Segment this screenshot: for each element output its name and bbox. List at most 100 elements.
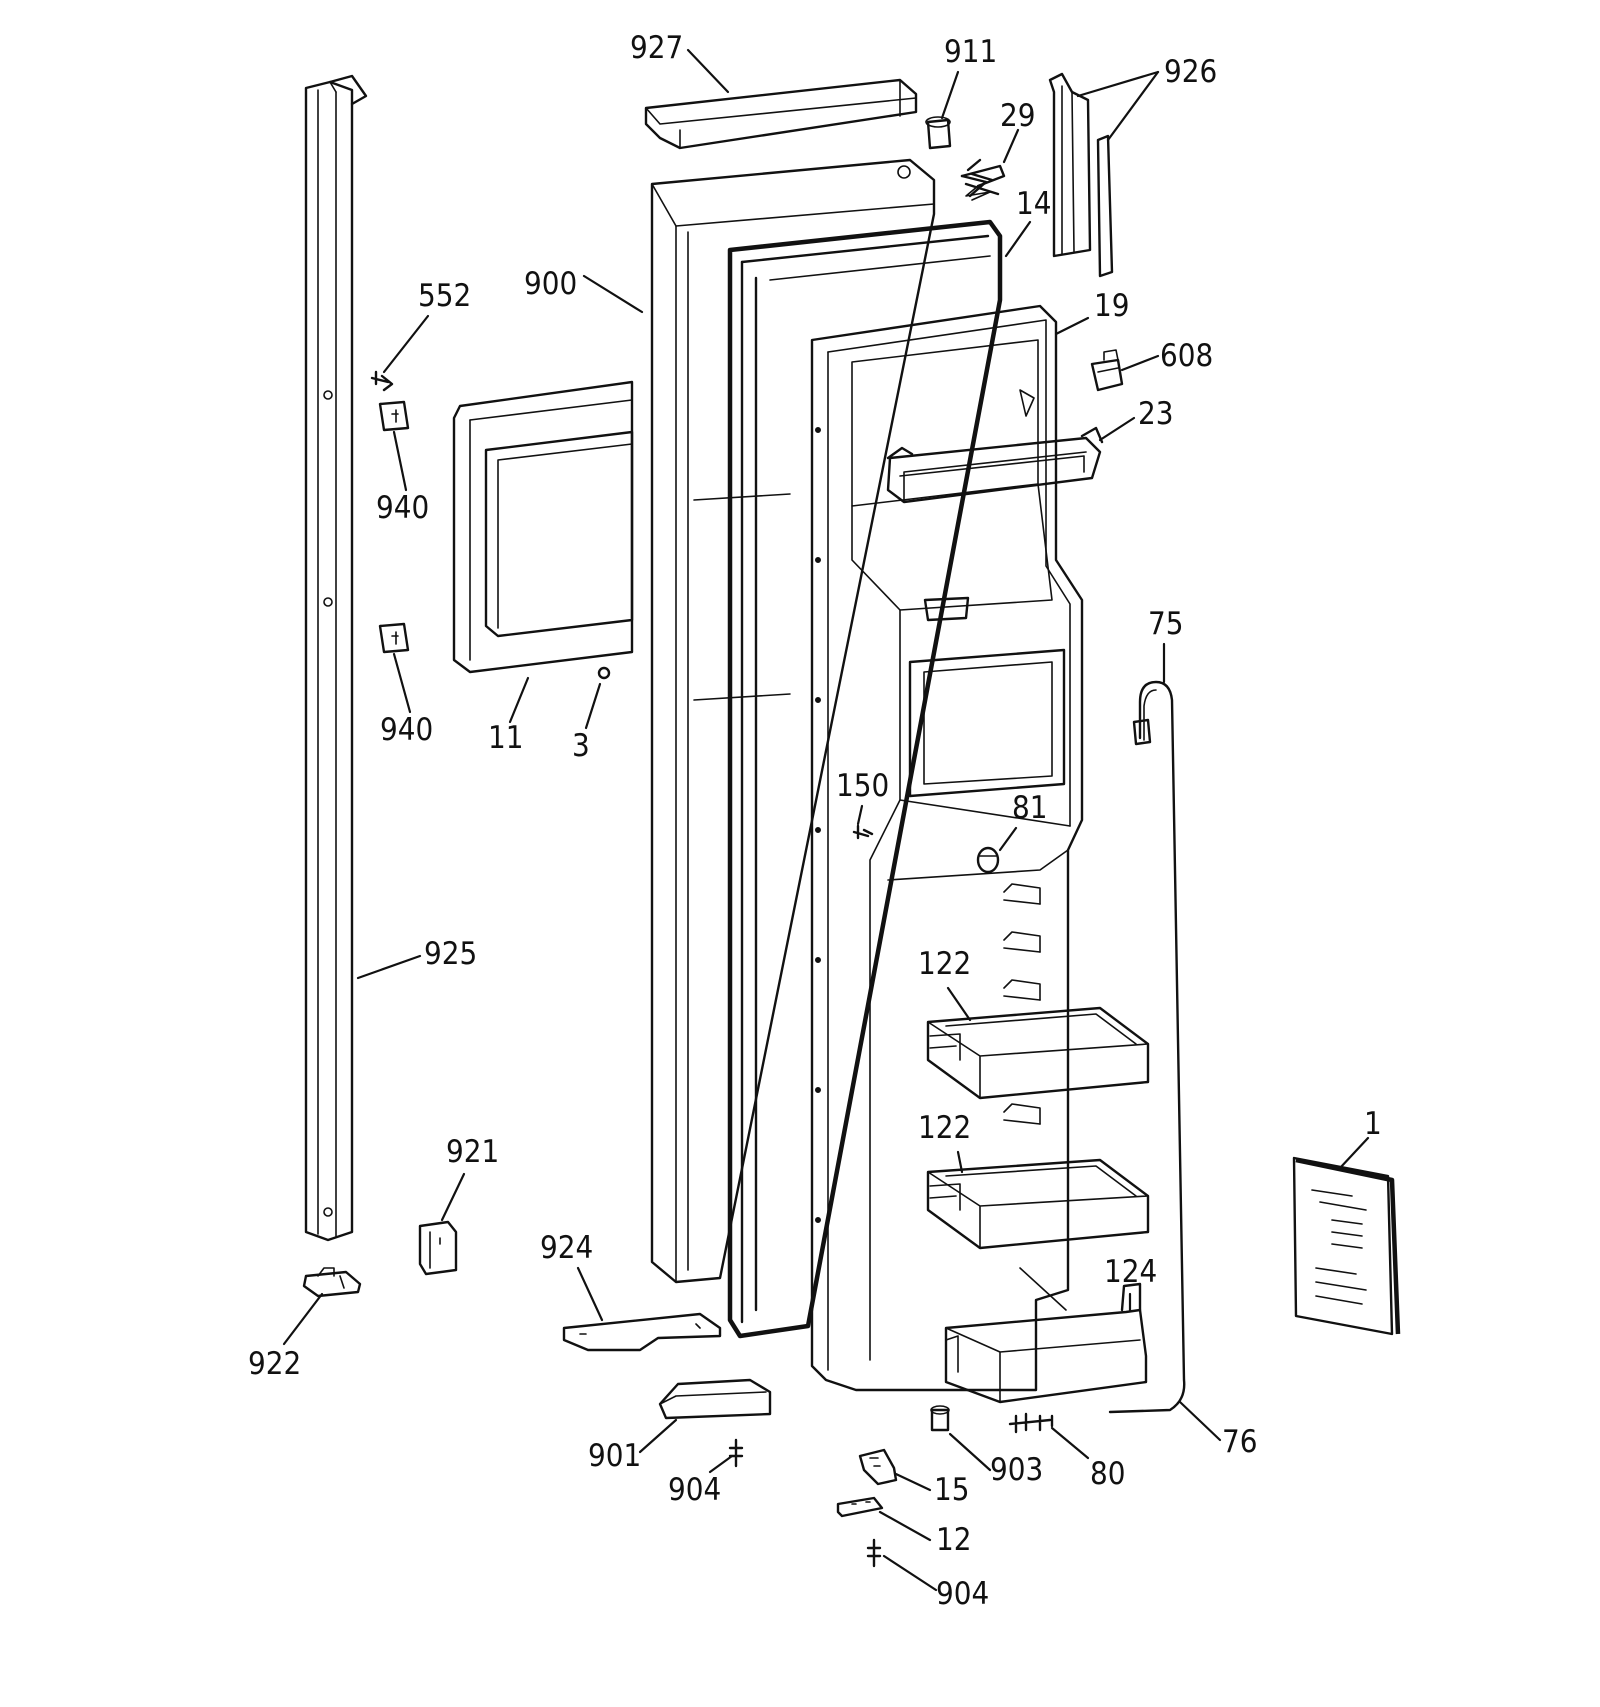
label-926: 926 <box>1164 54 1217 90</box>
leader-29 <box>1002 128 1020 164</box>
leader-150 <box>856 804 864 826</box>
label-904-lower: 904 <box>936 1576 989 1612</box>
label-75: 75 <box>1148 606 1183 642</box>
part-12-hinge-plate <box>836 1496 884 1518</box>
label-76: 76 <box>1222 1424 1257 1460</box>
label-922: 922 <box>248 1346 301 1382</box>
leader-901 <box>638 1418 678 1454</box>
leader-lines <box>282 48 1370 1592</box>
part-150-screw <box>852 824 874 840</box>
label-14: 14 <box>1016 186 1051 222</box>
label-925: 925 <box>424 936 477 972</box>
part-900-outer-door <box>650 158 936 1284</box>
leader-926-b <box>1106 70 1160 142</box>
leader-19 <box>1054 316 1090 336</box>
label-927: 927 <box>630 30 683 66</box>
label-3: 3 <box>572 728 590 764</box>
leader-14 <box>1004 220 1032 258</box>
leader-608 <box>1120 354 1160 372</box>
part-904-screw-lower <box>866 1538 882 1568</box>
leader-900 <box>582 274 644 314</box>
leader-1 <box>1338 1136 1370 1170</box>
leader-3 <box>584 682 602 730</box>
part-901-bottom-hinge-cover <box>658 1378 772 1420</box>
part-81-plug <box>976 846 1000 874</box>
part-924-bottom-plate <box>562 1312 722 1352</box>
leader-911 <box>940 70 960 120</box>
leader-940-a <box>392 430 408 492</box>
label-122-upper: 122 <box>918 946 971 982</box>
part-911-cap <box>925 116 952 150</box>
part-15-hinge-block <box>858 1448 898 1486</box>
leader-12 <box>878 1510 932 1542</box>
label-924: 924 <box>540 1230 593 1266</box>
label-904-upper: 904 <box>668 1472 721 1508</box>
part-122-bin-lower <box>926 1158 1150 1250</box>
label-1: 1 <box>1364 1106 1382 1142</box>
label-940-upper: 940 <box>376 490 429 526</box>
part-14-door-gasket <box>727 219 1003 1339</box>
leader-925 <box>356 954 422 980</box>
part-925-door-trim-strip <box>304 74 368 1242</box>
part-552-screw <box>370 370 394 392</box>
leader-924 <box>576 1266 604 1322</box>
part-11-dispenser-frame <box>452 380 634 674</box>
label-11: 11 <box>488 720 523 756</box>
leader-122-a <box>946 986 972 1022</box>
label-903: 903 <box>990 1452 1043 1488</box>
part-29-wire-harness <box>960 158 1006 201</box>
leader-940-b <box>392 652 412 714</box>
label-940-lower: 940 <box>380 712 433 748</box>
leader-15 <box>894 1472 932 1492</box>
label-29: 29 <box>1000 98 1035 134</box>
label-901: 901 <box>588 1438 641 1474</box>
label-124: 124 <box>1104 1254 1157 1290</box>
label-552: 552 <box>418 278 471 314</box>
part-19-door-liner <box>810 304 1084 1392</box>
leader-921 <box>440 1172 466 1222</box>
leader-927 <box>686 48 730 94</box>
part-940-bracket-lower <box>378 622 410 654</box>
label-608: 608 <box>1160 338 1213 374</box>
part-3-plug <box>597 666 611 680</box>
part-940-bracket-upper <box>378 400 410 432</box>
part-608-switch <box>1090 349 1124 392</box>
leader-904-b <box>882 1554 938 1592</box>
label-921: 921 <box>446 1134 499 1170</box>
leader-922 <box>282 1292 324 1346</box>
part-1-instruction-booklet <box>1292 1156 1401 1336</box>
part-922-hinge <box>302 1267 362 1298</box>
part-75-76-water-tube <box>1108 680 1186 1414</box>
part-926-trim-pieces <box>1048 72 1114 278</box>
label-122-lower: 122 <box>918 1110 971 1146</box>
leader-926-a <box>1076 70 1160 98</box>
part-80-bolt <box>1008 1412 1054 1434</box>
leader-904-a <box>708 1454 734 1474</box>
leader-903 <box>948 1432 992 1472</box>
part-927-top-cap <box>644 78 918 150</box>
leader-81 <box>998 826 1018 852</box>
leader-76 <box>1178 1400 1222 1442</box>
leader-23 <box>1098 416 1136 442</box>
label-19: 19 <box>1094 288 1129 324</box>
leader-11 <box>508 676 530 724</box>
label-81: 81 <box>1012 790 1047 826</box>
label-23: 23 <box>1138 396 1173 432</box>
label-150: 150 <box>836 768 889 804</box>
label-12: 12 <box>936 1522 971 1558</box>
leader-552 <box>382 314 430 374</box>
callout-labels: 927 911 926 29 14 900 552 19 608 23 940 … <box>248 30 1382 1612</box>
leader-80 <box>1050 1426 1090 1460</box>
part-23-shelf-bar <box>886 426 1104 504</box>
label-80: 80 <box>1090 1456 1125 1492</box>
part-124-bottom-bin <box>944 1282 1148 1404</box>
label-900: 900 <box>524 266 577 302</box>
label-15: 15 <box>934 1472 969 1508</box>
part-122-bin-upper <box>926 1006 1150 1100</box>
part-904-screw-upper <box>728 1438 744 1468</box>
label-911: 911 <box>944 34 997 70</box>
part-903-bushing <box>930 1405 950 1432</box>
leader-122-b <box>956 1150 964 1174</box>
